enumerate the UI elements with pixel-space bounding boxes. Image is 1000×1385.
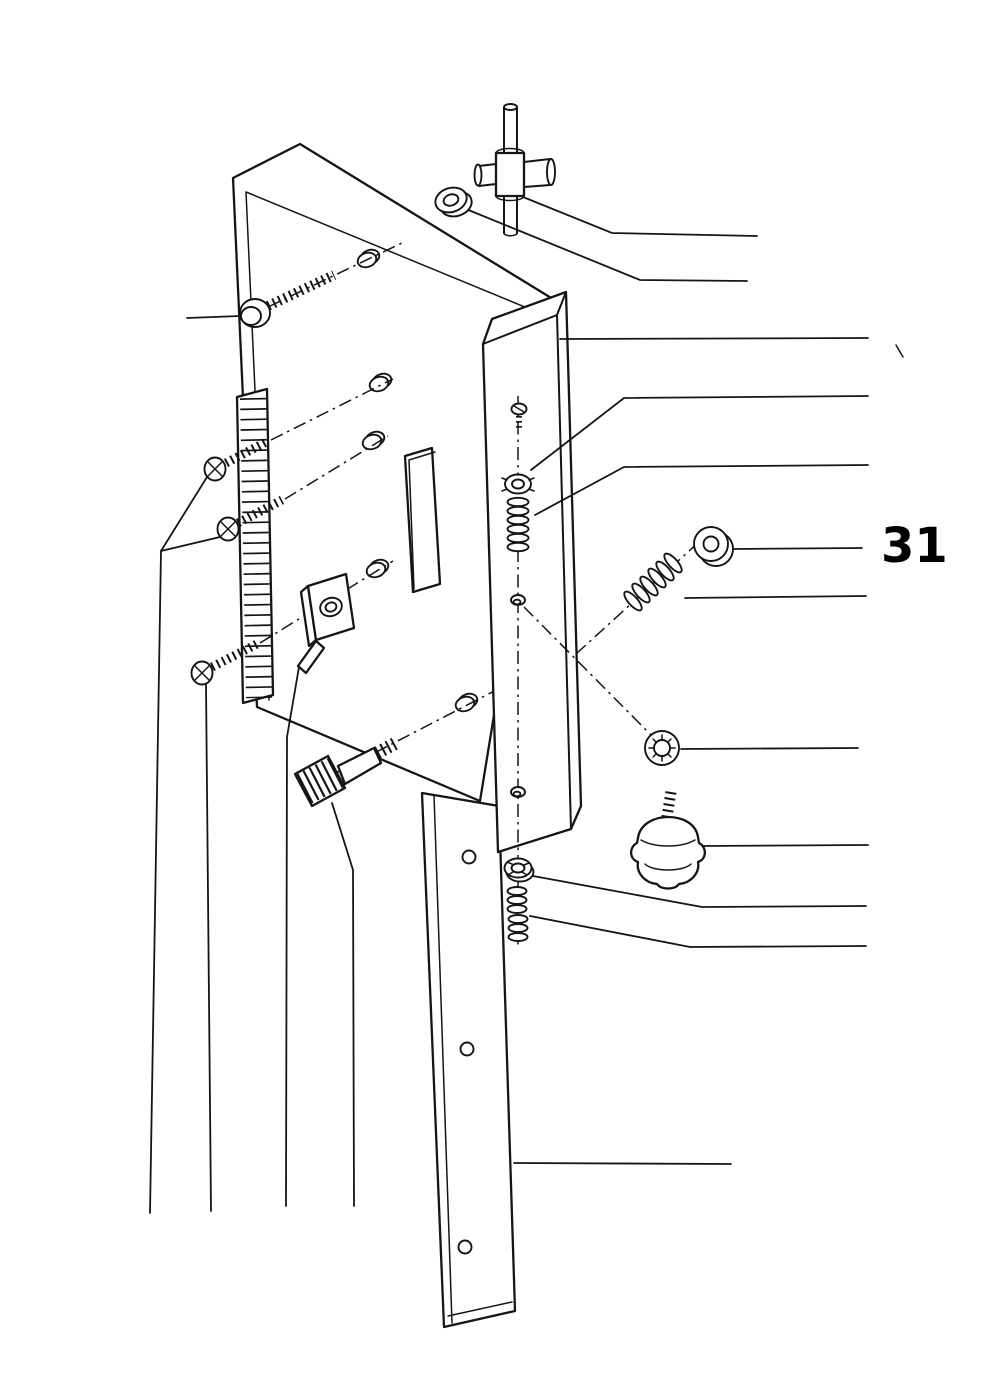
leader-line	[285, 666, 300, 1207]
flange-nut	[501, 473, 535, 495]
star-washer	[644, 730, 680, 766]
spring	[623, 552, 683, 612]
plate-hole	[454, 692, 479, 713]
leader-line	[149, 550, 162, 1214]
plate-hole	[361, 430, 386, 451]
cross-arm	[478, 158, 551, 188]
clamp-knob	[629, 791, 707, 890]
round-head-bolt	[239, 270, 337, 328]
serrations	[648, 734, 676, 762]
support-bar	[420, 791, 517, 1329]
star-washer-axis	[523, 606, 659, 743]
leader-line	[702, 844, 869, 847]
leader-line	[331, 802, 355, 1207]
kep-nut	[503, 857, 535, 883]
leader-line	[680, 747, 859, 750]
leader-line	[160, 476, 208, 552]
stray-mark	[895, 344, 904, 358]
screw-slot	[513, 405, 525, 413]
cross-arm-cap	[546, 158, 556, 186]
pan-head-screw	[190, 639, 260, 686]
pan-head-screw	[216, 496, 285, 542]
bar-hole	[457, 1239, 473, 1255]
phillips-cross	[194, 665, 210, 681]
shoulder-shaft	[336, 746, 383, 786]
adjustment-slot	[403, 446, 442, 594]
support-bar-edges	[433, 794, 513, 1324]
fence-bar-hardware	[501, 402, 535, 798]
leader-line	[160, 536, 221, 552]
measurement-scale	[235, 387, 275, 705]
cross-arm-cap	[473, 163, 483, 187]
leader-line	[529, 915, 867, 948]
lock-nut	[693, 526, 734, 567]
part-label: 31	[881, 518, 948, 574]
leader-line	[732, 547, 863, 550]
square-nut	[296, 572, 356, 675]
small-spring	[506, 886, 529, 942]
fence-bar-hole	[510, 786, 526, 798]
leader-line	[534, 464, 869, 516]
support-bar-outline	[420, 791, 517, 1329]
leader-line	[684, 595, 867, 599]
flat-washer	[434, 186, 473, 218]
leader-line	[205, 683, 212, 1212]
leader-lines	[149, 196, 869, 1214]
phillips-cross	[207, 461, 223, 477]
stud-thread	[373, 736, 402, 759]
compression-spring	[506, 496, 530, 553]
knob-body	[629, 815, 707, 890]
bolt-thread	[265, 270, 337, 311]
bar-hole	[461, 849, 477, 865]
screw-thread	[223, 437, 271, 467]
pivot-pin	[473, 103, 556, 237]
fence-bar-edges	[482, 291, 572, 830]
knob-contours	[640, 839, 696, 871]
leader-line	[530, 395, 869, 471]
pan-head-screw	[203, 437, 271, 482]
serrations	[506, 861, 530, 876]
leader-line	[465, 208, 748, 282]
plate-hole	[365, 558, 390, 579]
fence-bar-outline	[481, 290, 583, 854]
phillips-cross	[220, 521, 236, 537]
screw-axis	[270, 378, 394, 441]
leader-line	[522, 196, 758, 237]
pin-sleeve	[494, 151, 526, 198]
fence-bar-hole	[510, 594, 526, 606]
screw-axis	[284, 435, 389, 500]
leader-line	[559, 337, 869, 340]
screw-thread	[235, 496, 285, 527]
leader-line	[513, 1162, 732, 1165]
knurled-head	[293, 754, 347, 808]
bar-hole	[459, 1041, 475, 1057]
leader-line	[532, 875, 867, 908]
bracket-tab	[296, 639, 326, 675]
leader-line	[186, 315, 241, 319]
pin-top	[503, 103, 518, 111]
pin-bottom	[503, 232, 518, 237]
thumb-screw	[293, 736, 402, 808]
screw-thread	[209, 639, 260, 672]
fence-bar	[481, 290, 583, 854]
